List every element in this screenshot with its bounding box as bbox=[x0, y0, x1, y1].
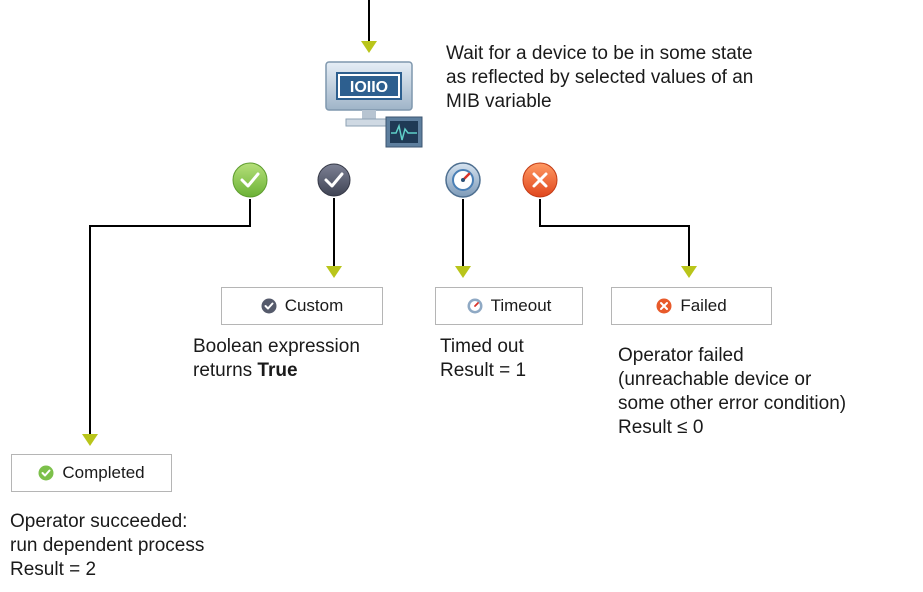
failed-connector bbox=[539, 199, 690, 266]
description-line: Wait for a device to be in some state bbox=[446, 43, 753, 64]
failed-desc-line: Result ≤ 0 bbox=[618, 417, 704, 438]
custom-outcome-box[interactable]: Custom bbox=[221, 287, 383, 325]
device-monitor-icon: IOIIO bbox=[325, 61, 423, 148]
completed-round-icon bbox=[232, 162, 268, 198]
incoming-arrowhead bbox=[361, 41, 377, 53]
failed-description: Operator failed (unreachable device or s… bbox=[618, 344, 846, 440]
custom-description: Boolean expression returns True bbox=[193, 335, 360, 383]
custom-check-icon bbox=[261, 298, 277, 314]
description-line: MIB variable bbox=[446, 91, 552, 112]
svg-text:IOIIO: IOIIO bbox=[350, 79, 388, 96]
timeout-outcome-box[interactable]: Timeout bbox=[435, 287, 583, 325]
failed-desc-line: Operator failed bbox=[618, 345, 744, 366]
failed-outcome-box[interactable]: Failed bbox=[611, 287, 772, 325]
description-line: as reflected by selected values of an bbox=[446, 67, 754, 88]
custom-round-icon bbox=[317, 163, 351, 197]
completed-desc-line: Operator succeeded: bbox=[10, 511, 188, 532]
completed-desc-line: Result = 2 bbox=[10, 559, 97, 580]
failed-desc-line: (unreachable device or bbox=[618, 369, 812, 390]
failed-desc-line: some other error condition) bbox=[618, 393, 847, 414]
failed-label: Failed bbox=[680, 296, 727, 315]
timeout-description: Timed out Result = 1 bbox=[440, 335, 526, 383]
completed-arrowhead bbox=[82, 434, 98, 446]
timeout-desc-line: Timed out bbox=[440, 336, 524, 357]
completed-desc-line: run dependent process bbox=[10, 535, 205, 556]
failed-round-icon bbox=[522, 162, 558, 198]
completed-label: Completed bbox=[62, 463, 145, 482]
operator-description: Wait for a device to be in some state as… bbox=[446, 42, 753, 114]
failed-x-icon bbox=[656, 298, 672, 314]
completed-check-icon bbox=[38, 465, 54, 481]
completed-connector bbox=[89, 199, 251, 434]
custom-desc-prefix: returns bbox=[193, 360, 258, 381]
custom-label: Custom bbox=[284, 296, 344, 315]
timeout-arrowhead bbox=[455, 266, 471, 278]
custom-desc-line: Boolean expression bbox=[193, 336, 360, 357]
failed-arrowhead bbox=[681, 266, 697, 278]
completed-outcome-box[interactable]: Completed bbox=[11, 454, 172, 492]
timeout-desc-line: Result = 1 bbox=[440, 360, 527, 381]
custom-desc-bold: True bbox=[257, 360, 298, 381]
timeout-clock-icon bbox=[467, 298, 483, 314]
timeout-label: Timeout bbox=[490, 296, 552, 315]
custom-arrowhead bbox=[326, 266, 342, 278]
timeout-round-icon bbox=[445, 162, 481, 198]
custom-desc-line: returns True bbox=[193, 359, 360, 383]
completed-description: Operator succeeded: run dependent proces… bbox=[10, 510, 204, 582]
